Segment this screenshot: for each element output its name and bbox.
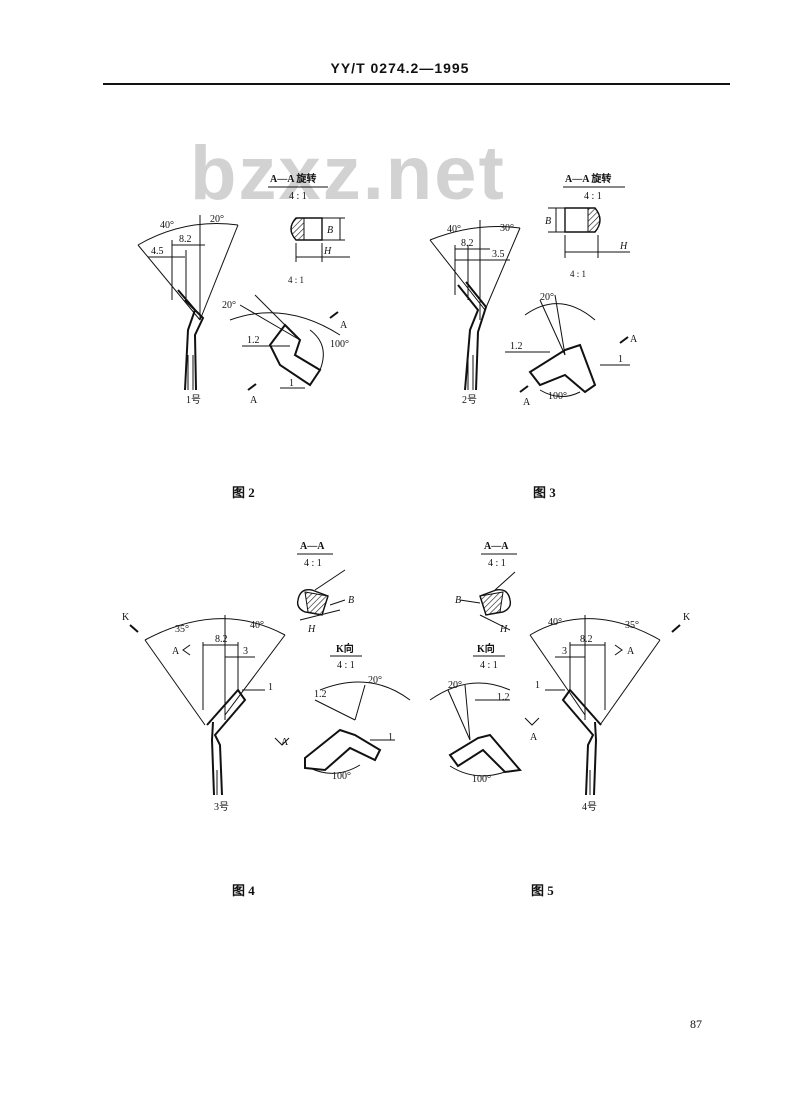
fig4-instrument — [206, 688, 247, 796]
fig4-view-scale: 4 : 1 — [337, 660, 355, 671]
fig5-angle-left: 40° — [548, 617, 562, 628]
fig5-dim-h: H — [499, 624, 508, 635]
fig3-tip-dim: 1.2 — [510, 341, 523, 352]
fig4-tip-detail — [304, 728, 382, 772]
fig4-dim-main: 8.2 — [215, 634, 228, 645]
fig2-dim-small: 4.5 — [151, 246, 164, 257]
fig3-section-mark-bottom: A — [523, 397, 531, 408]
fig4-view-title: K向 — [336, 642, 354, 655]
figure-3: 40° 30° 8.2 3.5 2号 A—A 旋转 4 : 1 B H 4 : … — [429, 172, 638, 408]
fig2-section-scale: 4 : 1 — [289, 191, 307, 202]
fig3-section-mark-top: A — [630, 334, 638, 345]
fig3-tip-angle: 20° — [540, 292, 554, 303]
fig3-angle-right: 30° — [500, 223, 514, 234]
fig5-angle-arc — [529, 618, 661, 641]
fig4-angle-left: 35° — [175, 624, 189, 635]
fig2-leader: 1 — [289, 378, 294, 389]
fig2-model: 1号 — [186, 394, 201, 406]
fig4-section-mark-left: A — [172, 646, 180, 657]
fig5-view-scale: 4 : 1 — [480, 660, 498, 671]
watermark: bzxz.net — [190, 131, 506, 216]
fig5-view-mark: K — [683, 612, 691, 623]
standard-number: YY/T 0274.2—1995 — [330, 60, 470, 76]
fig4-dim-b: B — [348, 595, 354, 606]
fig4-tip-angle: 20° — [368, 675, 382, 686]
fig2-section-mark-bottom: A — [250, 395, 258, 406]
fig5-section-scale: 4 : 1 — [488, 558, 506, 569]
fig5-point-angle: 100° — [472, 774, 491, 785]
header-rule — [103, 83, 730, 85]
fig5-section-title: A—A — [484, 541, 509, 552]
fig5-section-mark-left: A — [530, 732, 538, 743]
fig5-tip-angle: 20° — [448, 680, 462, 691]
fig5-dim-small: 3 — [562, 646, 567, 657]
fig5-instrument — [561, 688, 602, 796]
fig4-section-scale: 4 : 1 — [304, 558, 322, 569]
fig2-angle-arc — [137, 223, 239, 246]
fig3-angle-left: 40° — [447, 224, 461, 235]
fig4-section-mark-right: A — [281, 737, 289, 748]
fig4-angle-arc — [144, 618, 286, 641]
fig3-dim-main: 8.2 — [461, 238, 474, 249]
fig5-view-title: K向 — [477, 642, 495, 655]
fig3-detail-scale: 4 : 1 — [570, 269, 586, 279]
figure-4: 35° 40° K 8.2 3 A 1 3号 A A—A 4 : 1 B H K… — [122, 541, 411, 813]
figure-4-caption: 图 4 — [232, 883, 255, 898]
fig5-dim-b: B — [455, 595, 461, 606]
fig3-dim-small: 3.5 — [492, 249, 505, 260]
fig4-dim-small: 3 — [243, 646, 248, 657]
fig2-section-mark-top: A — [340, 320, 348, 331]
fig5-leader-main: 1 — [535, 680, 540, 691]
fig4-leader: 1 — [388, 732, 393, 743]
page-number: 87 — [690, 1017, 702, 1031]
fig2-tip-angle: 20° — [222, 300, 236, 311]
fig2-tip-dim: 1.2 — [247, 335, 260, 346]
fig2-dim-b: B — [327, 225, 333, 236]
fig5-tip-detail — [448, 733, 522, 774]
fig4-dim-h: H — [307, 624, 316, 635]
fig5-model: 4号 — [582, 801, 597, 813]
fig4-view-mark: K — [122, 612, 130, 623]
figure-5: 40° 35° K 8.2 3 A 1 4号 A A—A 4 : 1 B H K… — [429, 541, 691, 813]
fig2-point-angle: 100° — [330, 339, 349, 350]
fig2-angle-right: 20° — [210, 214, 224, 225]
fig5-section-mark-right: A — [627, 646, 635, 657]
fig3-tip-detail — [528, 343, 597, 394]
fig5-dim-main: 8.2 — [580, 634, 593, 645]
fig2-detail-scale: 4 : 1 — [288, 275, 304, 285]
fig3-instrument — [457, 281, 488, 391]
fig2-dim-main: 8.2 — [179, 234, 192, 245]
fig3-dim-b: B — [545, 216, 551, 227]
fig2-angle-left: 40° — [160, 220, 174, 231]
fig2-dim-h: H — [323, 246, 332, 257]
fig3-section-title: A—A 旋转 — [565, 172, 611, 185]
figure-5-caption: 图 5 — [531, 883, 554, 898]
fig4-section-title: A—A — [300, 541, 325, 552]
fig5-tip-dim: 1.2 — [497, 692, 510, 703]
figure-3-caption: 图 3 — [533, 485, 556, 500]
fig3-leader: 1 — [618, 354, 623, 365]
fig3-angle-arc — [429, 226, 521, 241]
fig2-instrument — [177, 289, 205, 391]
fig2-section-title: A—A 旋转 — [270, 172, 316, 185]
fig4-model: 3号 — [214, 801, 229, 813]
figure-2: 40° 20° 8.2 4.5 1号 A—A 旋转 4 : 1 B H 4 : … — [137, 172, 350, 406]
fig4-angle-right: 40° — [250, 620, 264, 631]
fig5-angle-right: 35° — [625, 620, 639, 631]
figure-2-caption: 图 2 — [232, 485, 255, 500]
fig4-point-angle: 100° — [332, 771, 351, 782]
fig3-dim-h: H — [619, 241, 628, 252]
fig4-leader-main: 1 — [268, 682, 273, 693]
fig4-tip-dim: 1.2 — [314, 689, 327, 700]
fig3-model: 2号 — [462, 394, 477, 406]
fig2-tip-detail — [268, 323, 322, 387]
fig3-point-angle: 100° — [548, 391, 567, 402]
fig3-section-scale: 4 : 1 — [584, 191, 602, 202]
